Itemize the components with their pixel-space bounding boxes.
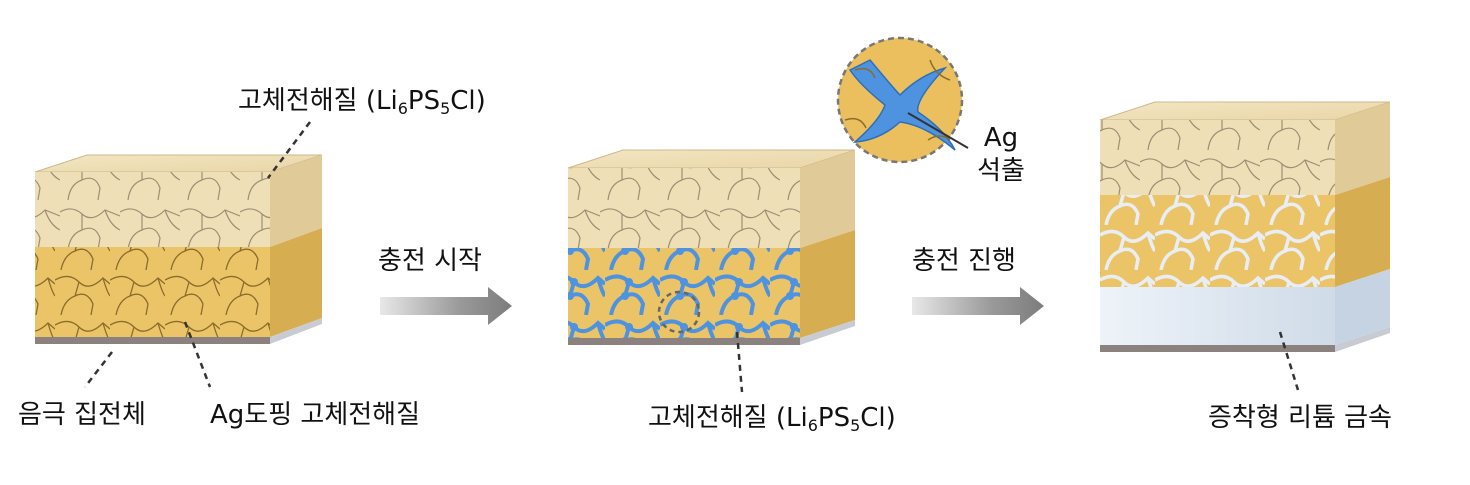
process-arrow-1 — [380, 287, 512, 325]
leader-current-collector — [84, 351, 113, 388]
label-mid-electrolyte: 고체전해질 (Li6PS5Cl) — [648, 403, 896, 435]
current-collector-layer — [35, 337, 270, 344]
label-ag-doped-electrolyte: Ag도핑 고체전해질 — [210, 400, 420, 430]
silver-precipitate — [848, 59, 956, 151]
process-arrow-2 — [912, 287, 1044, 325]
lithium-metal-layer — [1100, 287, 1335, 345]
current-collector-layer — [568, 338, 800, 345]
ag-leader-line — [907, 112, 969, 149]
label-precipitation: 석출 — [977, 156, 1025, 186]
label-current-collector: 음극 집전체 — [18, 400, 146, 430]
current-collector-layer — [1100, 345, 1335, 352]
block-charging-progress — [1099, 101, 1391, 352]
upper-electrolyte-side — [270, 155, 322, 247]
label-ag-word: Ag — [983, 123, 1019, 153]
zoom-inset — [836, 36, 964, 164]
label-arrow-charging-progress: 충전 진행 — [912, 246, 1016, 276]
label-arrow-charging-start: 충전 시작 — [378, 246, 482, 276]
block-initial — [34, 154, 323, 344]
leader-ag-doped — [183, 321, 212, 388]
leader-top-electrolyte — [267, 121, 311, 179]
label-lithium-metal: 증착형 리튬 금속 — [1208, 403, 1392, 433]
label-top-electrolyte: 고체전해질 (Li6PS5Cl) — [238, 86, 486, 118]
block-charging-start — [567, 149, 856, 345]
zoom-indicator-circle — [657, 290, 701, 334]
